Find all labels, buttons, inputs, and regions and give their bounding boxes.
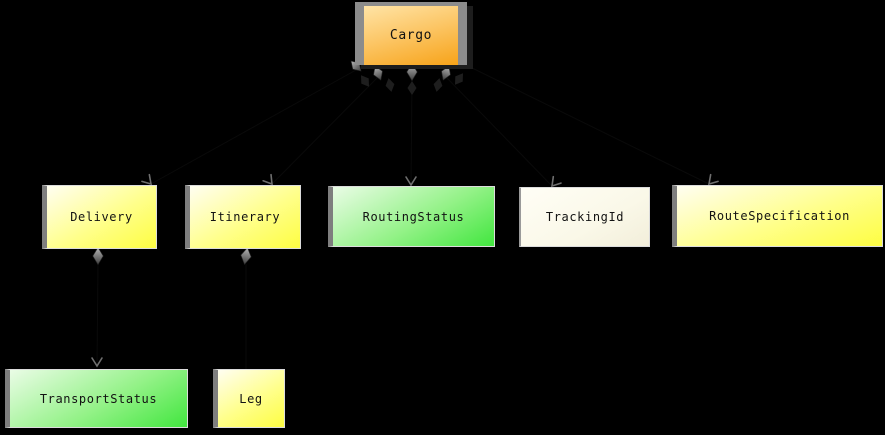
diamond-shadow: [385, 78, 395, 92]
node-tracking-id[interactable]: TrackingId: [519, 187, 650, 247]
node-transport-status[interactable]: TransportStatus: [5, 369, 188, 428]
diamond-shadow: [454, 73, 464, 85]
node-label: RouteSpecification: [709, 209, 850, 223]
edge-cargo-delivery: [150, 69, 357, 185]
node-leg[interactable]: Leg: [213, 369, 285, 428]
edge-cargo-route-specification: [467, 65, 710, 185]
edge-delivery-transport-status: [96, 263, 99, 367]
node-routing-status[interactable]: RoutingStatus: [328, 186, 495, 247]
node-label: RoutingStatus: [362, 209, 465, 224]
edge-cargo-itinerary: [271, 76, 379, 185]
node-label: TrackingId: [545, 210, 625, 224]
node-label: TransportStatus: [39, 391, 158, 406]
arrowhead-icon: [91, 357, 103, 368]
arrowhead-icon: [405, 176, 417, 187]
node-label: Cargo: [389, 28, 433, 43]
aggregation-diamond-icon: [240, 247, 252, 265]
edge-cargo-routing-status: [410, 79, 413, 186]
node-label: Delivery: [70, 210, 133, 224]
diamond-shadow: [433, 78, 443, 92]
node-itinerary[interactable]: Itinerary: [185, 185, 301, 249]
node-label: Itinerary: [209, 210, 281, 224]
node-route-specification[interactable]: RouteSpecification: [672, 185, 883, 247]
node-delivery[interactable]: Delivery: [42, 185, 157, 249]
aggregation-diamond-icon: [373, 65, 383, 81]
node-label: Leg: [239, 391, 263, 406]
diamond-shadow: [360, 75, 370, 87]
aggregation-diamond-icon: [92, 246, 104, 266]
aggregation-diamond-icon: [406, 62, 418, 82]
aggregation-diamond-icon: [441, 65, 451, 81]
node-cargo[interactable]: Cargo: [364, 6, 458, 65]
diamond-shadow: [407, 81, 417, 95]
edge-cargo-tracking-id: [445, 76, 553, 187]
